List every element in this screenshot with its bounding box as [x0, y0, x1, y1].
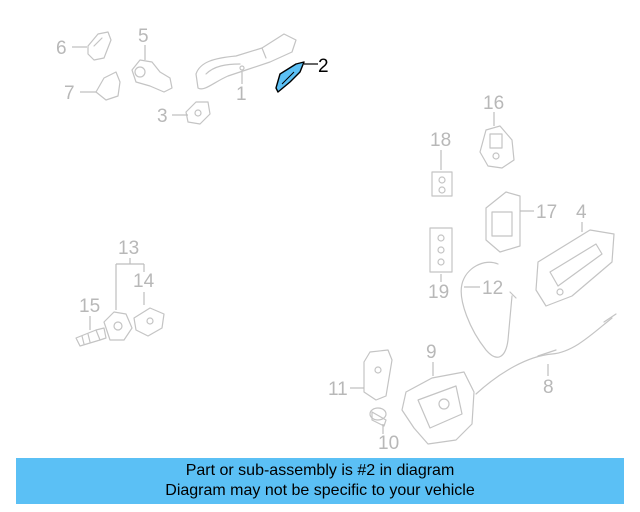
info-banner: Part or sub-assembly is #2 in diagram Di…	[16, 458, 624, 504]
banner-line-2: Diagram may not be specific to your vehi…	[165, 482, 475, 499]
callout-15: 15	[79, 296, 100, 317]
part-13-clip	[103, 311, 133, 341]
part-14-pad	[133, 307, 165, 337]
callout-7: 7	[64, 83, 75, 104]
callout-6: 6	[56, 38, 67, 59]
part-4-inner-handle	[535, 229, 615, 307]
callout-14: 14	[133, 271, 155, 292]
part-2-highlighted	[275, 61, 305, 93]
callout-9: 9	[426, 342, 437, 363]
leader-13	[115, 258, 145, 310]
callout-18: 18	[430, 130, 451, 151]
callout-13: 13	[118, 238, 139, 259]
banner-line-1: Part or sub-assembly is #2 in diagram	[185, 462, 455, 479]
callout-8: 8	[543, 377, 554, 398]
callout-1: 1	[236, 84, 247, 105]
part-11-bracket	[363, 349, 393, 401]
part-5-lock-cylinder	[131, 59, 173, 93]
part-3-gasket	[185, 101, 211, 125]
part-15-screw	[75, 327, 107, 347]
callout-11: 11	[328, 379, 348, 400]
part-17-striker	[485, 191, 521, 253]
part-12-cable	[460, 261, 517, 358]
callout-2: 2	[318, 56, 329, 77]
part-10-grommet	[369, 407, 387, 427]
callout-5: 5	[138, 26, 149, 47]
part-7-trim	[95, 71, 121, 101]
callout-4: 4	[576, 202, 587, 223]
callout-12: 12	[482, 278, 503, 299]
part-1-outside-handle	[195, 33, 297, 90]
callout-10: 10	[378, 433, 399, 454]
part-9-latch	[401, 371, 475, 445]
callout-17: 17	[536, 202, 557, 223]
callout-16: 16	[483, 93, 504, 114]
callout-3: 3	[157, 106, 168, 127]
part-6-bezel	[87, 31, 112, 61]
part-16-hinge	[479, 125, 515, 169]
part-18-plate	[431, 171, 453, 197]
parts-diagram: 6 5 7 1 3 2 16	[56, 26, 617, 454]
part-8-cable	[475, 313, 617, 395]
part-19-plate	[429, 227, 453, 273]
callout-19: 19	[428, 282, 449, 303]
